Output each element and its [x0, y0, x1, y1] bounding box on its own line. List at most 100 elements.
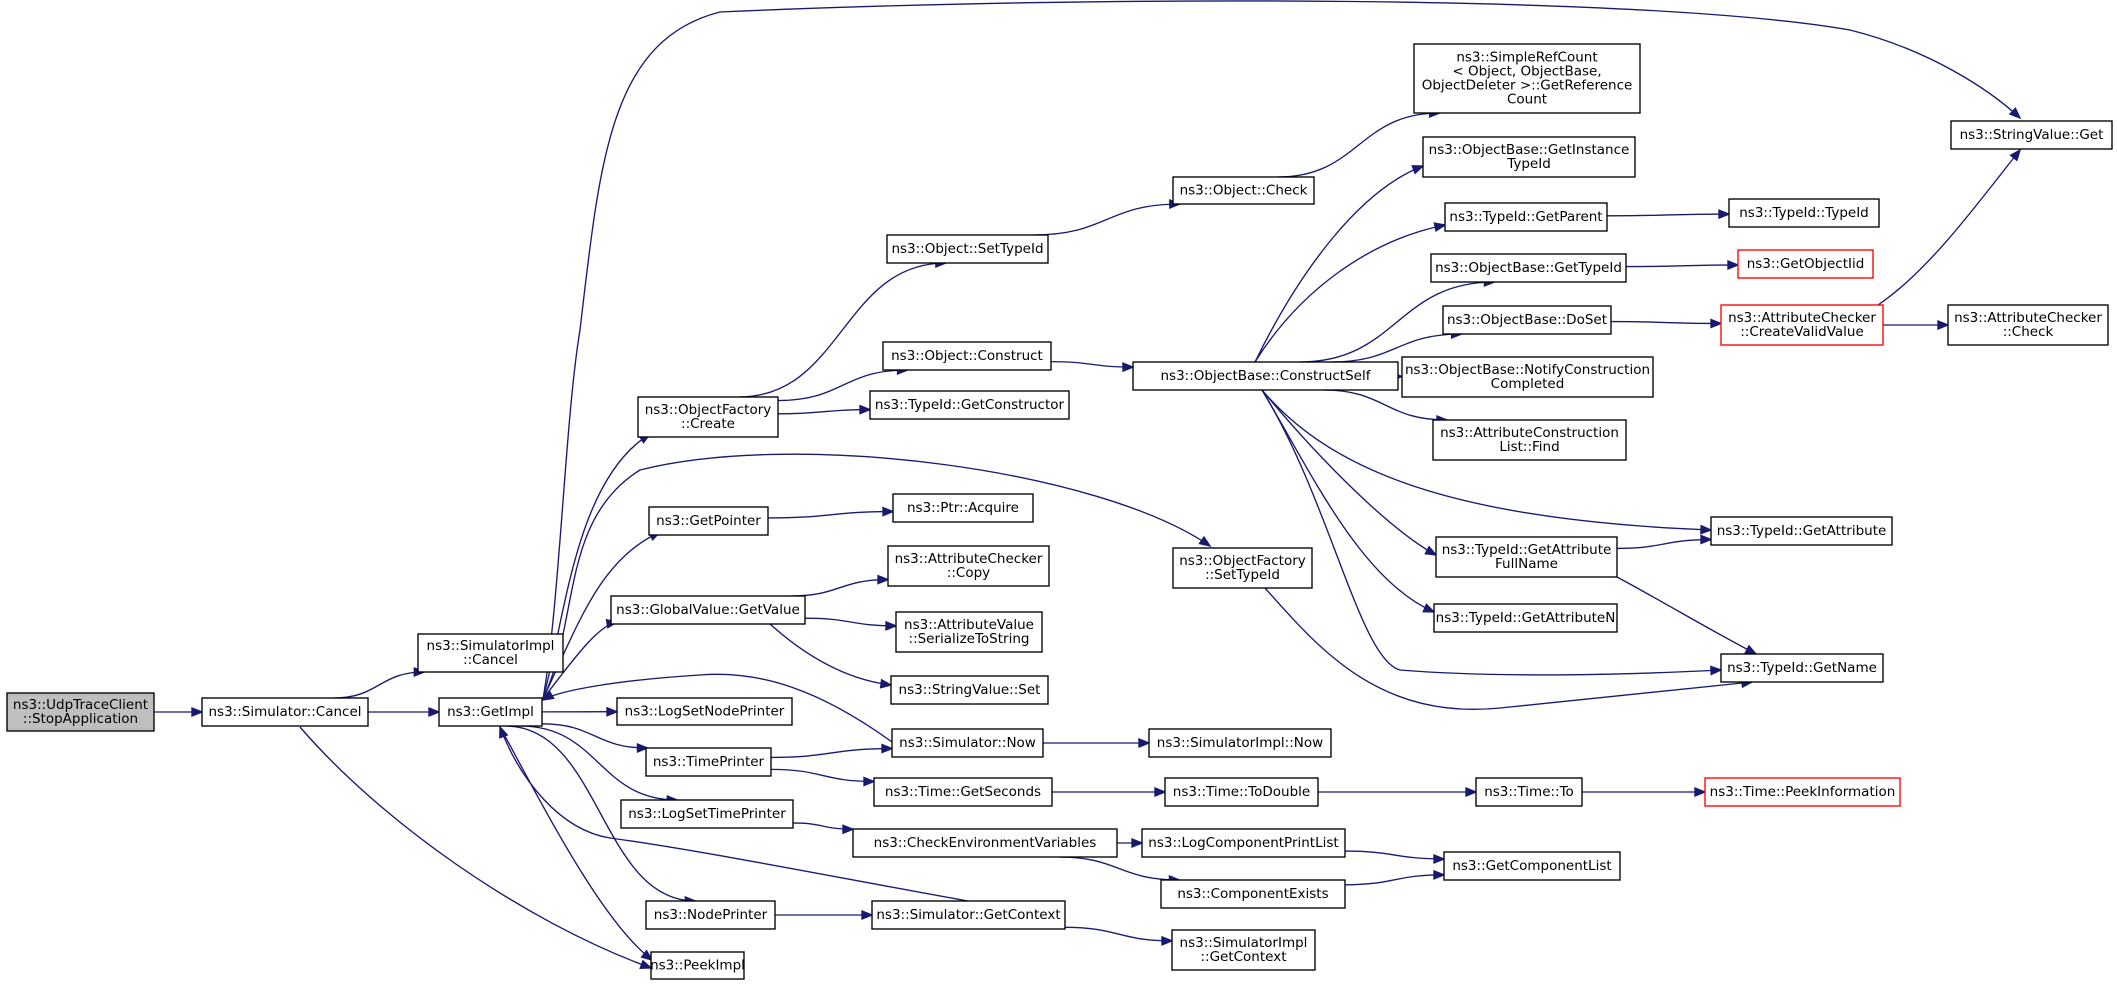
node-ac_copy[interactable]: ns3::AttributeChecker::Copy: [887, 545, 1050, 587]
node-ob_notify[interactable]: ns3::ObjectBase::NotifyConstructionCompl…: [1401, 356, 1654, 398]
node-label: ns3::ObjectBase::NotifyConstruction: [1405, 362, 1650, 378]
node-logcomponentprintlist[interactable]: ns3::LogComponentPrintList: [1141, 828, 1346, 858]
node-box: [1737, 249, 1874, 279]
node-obj_settypeid[interactable]: ns3::Object::SetTypeId: [886, 234, 1049, 264]
node-label: ns3::Simulator::GetContext: [876, 907, 1060, 923]
node-checkenv[interactable]: ns3::CheckEnvironmentVariables: [852, 828, 1118, 858]
node-sv_set[interactable]: ns3::StringValue::Set: [890, 675, 1049, 705]
node-timeprinter[interactable]: ns3::TimePrinter: [645, 747, 772, 777]
node-label: ns3::Time::To: [1484, 784, 1574, 800]
node-simimpl_getcontext[interactable]: ns3::SimulatorImpl::GetContext: [1171, 929, 1316, 971]
node-nodeprinter[interactable]: ns3::NodePrinter: [645, 900, 776, 930]
node-box: [1720, 653, 1884, 683]
node-label: ns3::LogSetTimePrinter: [628, 806, 786, 822]
node-label: ns3::AttributeChecker: [1954, 310, 2102, 326]
node-tid_getattribute[interactable]: ns3::TypeId::GetAttribute: [1710, 516, 1893, 546]
node-of_create[interactable]: ns3::ObjectFactory::Create: [637, 396, 779, 438]
node-srefcount[interactable]: ns3::SimpleRefCount< Object, ObjectBase,…: [1413, 43, 1641, 114]
node-tid_getparent[interactable]: ns3::TypeId::GetParent: [1444, 202, 1608, 232]
node-tid_typeid[interactable]: ns3::TypeId::TypeId: [1728, 198, 1880, 228]
node-sim_cancel[interactable]: ns3::Simulator::Cancel: [201, 697, 369, 727]
node-ac_check[interactable]: ns3::AttributeChecker::Check: [1947, 304, 2109, 346]
node-ob_constructself[interactable]: ns3::ObjectBase::ConstructSelf: [1132, 361, 1399, 391]
node-label: ns3::AttributeConstruction: [1440, 425, 1619, 441]
node-time_todouble[interactable]: ns3::Time::ToDouble: [1164, 777, 1319, 807]
node-sim_getcontext[interactable]: ns3::Simulator::GetContext: [871, 900, 1066, 930]
node-box: [891, 728, 1044, 758]
node-simimpl_now[interactable]: ns3::SimulatorImpl::Now: [1148, 728, 1332, 758]
node-box: [1435, 536, 1618, 578]
edge-sim_cancel-to-simimpl_cancel: [333, 667, 427, 699]
node-box: [1704, 777, 1901, 807]
node-ac_createvalidvalue[interactable]: ns3::AttributeChecker::CreateValidValue: [1720, 304, 1884, 346]
node-sv_get[interactable]: ns3::StringValue::Get: [1950, 120, 2113, 150]
edge-getpointer-to-ptr_acquire: [767, 506, 895, 519]
node-componentexists[interactable]: ns3::ComponentExists: [1160, 879, 1346, 909]
node-label: TypeId: [1506, 156, 1551, 172]
node-box: [1430, 253, 1627, 283]
node-box: [873, 777, 1053, 807]
node-getimpl[interactable]: ns3::GetImpl: [438, 697, 543, 727]
node-label: ns3::SimulatorImpl: [427, 638, 555, 654]
node-label: ns3::UdpTraceClient: [13, 697, 148, 713]
edge-nodeprinter-to-sim_getcontext: [775, 910, 874, 920]
node-ptr_acquire[interactable]: ns3::Ptr::Acquire: [892, 493, 1034, 523]
node-label: ns3::LogComponentPrintList: [1148, 835, 1338, 851]
node-logsetnodeprinter[interactable]: ns3::LogSetNodePrinter: [616, 697, 793, 726]
call-edges: [154, 0, 2022, 970]
node-box: [1164, 777, 1319, 807]
node-label: ::Check: [2003, 324, 2054, 340]
node-box: [201, 697, 369, 727]
node-obj_check[interactable]: ns3::Object::Check: [1172, 176, 1315, 205]
node-tid_getname[interactable]: ns3::TypeId::GetName: [1720, 653, 1884, 683]
node-label: ::Copy: [947, 565, 990, 581]
node-simimpl_cancel[interactable]: ns3::SimulatorImpl::Cancel: [417, 633, 564, 673]
node-getcomponentlist[interactable]: ns3::GetComponentList: [1443, 851, 1621, 881]
node-time_peekinformation[interactable]: ns3::Time::PeekInformation: [1704, 777, 1901, 807]
node-label: ns3::SimulatorImpl::Now: [1157, 735, 1323, 751]
node-ob_doset[interactable]: ns3::ObjectBase::DoSet: [1442, 305, 1612, 335]
edge-obj_construct-to-ob_constructself: [1050, 360, 1135, 373]
node-time_to[interactable]: ns3::Time::To: [1475, 777, 1583, 807]
edge-tid_getparent-to-tid_typeid: [1606, 209, 1731, 220]
node-label: ::Cancel: [463, 652, 518, 668]
node-box: [620, 799, 794, 829]
node-label: ns3::GetObjectIid: [1747, 256, 1865, 272]
node-time_getseconds[interactable]: ns3::Time::GetSeconds: [873, 777, 1053, 807]
node-box: [871, 900, 1066, 930]
node-label: List::Find: [1499, 439, 1559, 455]
node-udp_stop[interactable]: ns3::UdpTraceClient::StopApplication: [6, 692, 155, 732]
node-obj_construct[interactable]: ns3::Object::Construct: [882, 341, 1052, 371]
node-box: [1422, 136, 1636, 178]
node-of_settypeid[interactable]: ns3::ObjectFactory::SetTypeId: [1172, 547, 1313, 589]
node-label: ns3::TypeId::GetAttributeN: [1436, 610, 1616, 626]
node-tid_getconstructor[interactable]: ns3::TypeId::GetConstructor: [869, 390, 1070, 420]
node-logsettimeprinter[interactable]: ns3::LogSetTimePrinter: [620, 799, 794, 829]
node-box: [616, 697, 793, 726]
node-ob_gettypeid[interactable]: ns3::ObjectBase::GetTypeId: [1430, 253, 1627, 283]
node-box: [1443, 851, 1621, 881]
node-getobjectiid[interactable]: ns3::GetObjectIid: [1737, 249, 1874, 279]
node-tid_getattributen[interactable]: ns3::TypeId::GetAttributeN: [1433, 603, 1618, 633]
edge-getimpl-to-peekimpl: [499, 726, 654, 962]
node-label: ns3::Time::ToDouble: [1173, 784, 1310, 800]
node-peekimpl[interactable]: ns3::PeekImpl: [650, 951, 745, 980]
node-label: ns3::ObjectBase::GetTypeId: [1435, 260, 1622, 276]
node-label: ns3::TypeId::GetParent: [1449, 209, 1602, 225]
node-label: ns3::ObjectBase::GetInstance: [1429, 142, 1630, 158]
node-label: ns3::Time::GetSeconds: [885, 784, 1041, 800]
node-gv_getvalue[interactable]: ns3::GlobalValue::GetValue: [610, 595, 806, 625]
node-av_serialize[interactable]: ns3::AttributeValue::SerializeToString: [895, 611, 1043, 653]
node-label: ns3::AttributeChecker: [895, 551, 1043, 567]
node-label: ns3::TypeId::GetConstructor: [875, 397, 1065, 413]
node-label: ns3::AttributeChecker: [1728, 310, 1876, 326]
node-box: [1442, 305, 1612, 335]
node-getpointer[interactable]: ns3::GetPointer: [648, 506, 769, 536]
node-box: [645, 747, 772, 777]
edge-ob_doset-to-ac_createvalidvalue: [1610, 318, 1723, 329]
node-sim_now[interactable]: ns3::Simulator::Now: [891, 728, 1044, 758]
